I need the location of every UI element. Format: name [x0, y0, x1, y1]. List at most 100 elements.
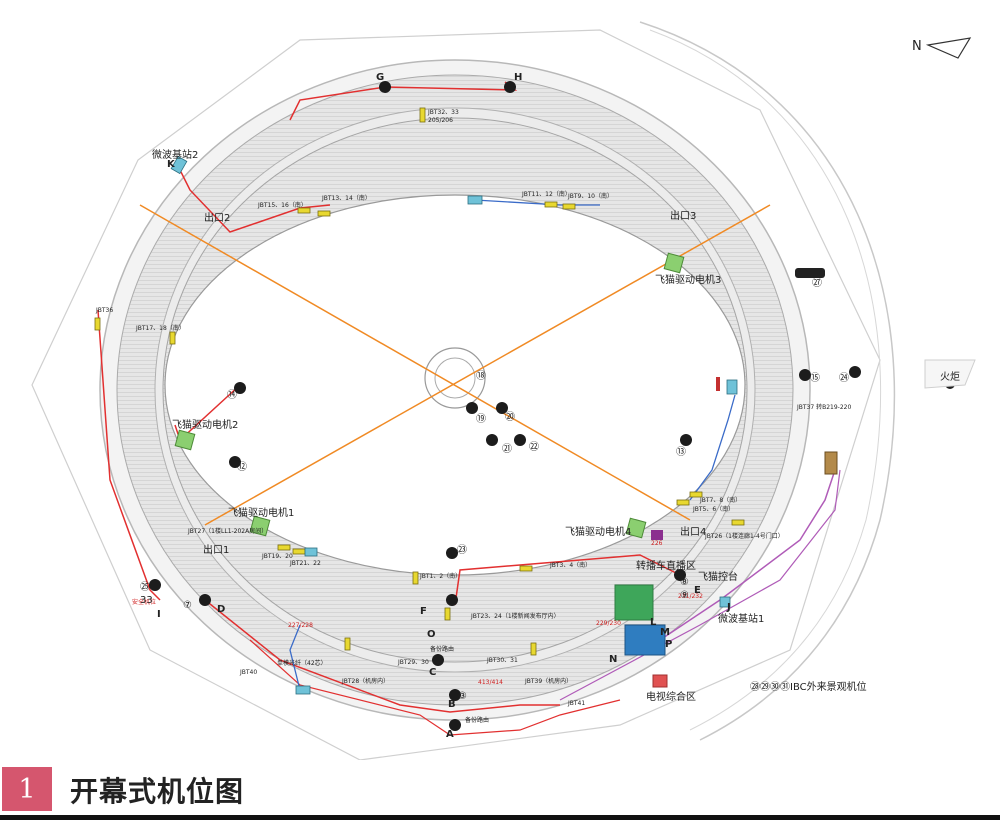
flycam-motor-3: [663, 252, 685, 274]
east-boundary-curve-2: [649, 29, 882, 731]
camera-19: ⑲: [476, 413, 486, 425]
label-motor3: 飞猫驱动电机3: [655, 273, 721, 286]
torch-platform: [924, 359, 976, 389]
label-jbt1314: JBT13、14（南）: [321, 194, 371, 202]
label-m: M: [660, 627, 670, 638]
label-226: 226: [651, 540, 663, 547]
camera-12: ⑫: [237, 461, 247, 473]
jbt-box-markers: [94, 107, 745, 656]
camera-23: ㉓: [457, 544, 467, 556]
label-jbt2324: JBT23、24（1楼新闻发布厅内）: [470, 612, 560, 620]
label-h: H: [514, 72, 522, 83]
label-o: O: [427, 629, 436, 640]
label-jbt3233: JBT32、33: [427, 109, 459, 116]
label-backup-route: 备份路由: [430, 645, 454, 653]
label-jbt1112: JBT11、12（南）: [521, 190, 571, 198]
label-jbt34: JBT3、4（南）: [549, 561, 591, 569]
camera-27: ㉗: [812, 277, 822, 289]
camera-7: ⑦: [183, 600, 192, 611]
center-stage: [424, 347, 486, 409]
camera-9: ⑨: [680, 590, 689, 601]
label-exit4: 出口4: [680, 525, 706, 538]
camera-20: ⑳: [505, 411, 515, 423]
label-relay-van: 转播车直播区: [636, 559, 696, 572]
label-413: 413/414: [478, 679, 503, 686]
label-jbt2122: JBT21、22: [289, 560, 321, 567]
tv-compound-marker: [652, 674, 668, 688]
label-205: 205/206: [428, 117, 453, 124]
caption-bar: 1 开幕式机位图: [0, 762, 1000, 821]
route-north-blue: [474, 199, 600, 206]
camera-25: ㉕: [140, 581, 150, 593]
label-b: B: [448, 699, 456, 710]
route-south-blue: [289, 624, 301, 691]
north-label: N: [912, 39, 922, 54]
route-southwest: [97, 309, 161, 601]
label-flycat-ctrl: 飞猫控台: [698, 570, 738, 583]
label-jbt40: JBT40: [239, 669, 257, 676]
label-jbt56: JBT5、6（南）: [692, 505, 734, 513]
relay-van-area: [614, 584, 654, 621]
label-exit2: 出口2: [204, 211, 230, 224]
camera-15: ⑮: [810, 372, 820, 384]
helicopter: [795, 268, 825, 278]
compass-icon: [925, 37, 972, 59]
east-equipment-box: [824, 451, 838, 475]
label-jbt37: JBT37 转B219-220: [796, 403, 851, 411]
flycam-cable-1: [139, 204, 691, 521]
route-east-purple: [659, 469, 836, 641]
camera-markers: [149, 81, 955, 731]
relay-van-area-2: [624, 624, 666, 656]
flycam-motor-4: [625, 517, 647, 539]
camera-22: ㉒: [529, 441, 539, 453]
jbt-cyan-markers: [295, 195, 738, 695]
label-motor4: 飞猫驱动电机4: [565, 525, 631, 538]
label-jbt2930: JBT29、30: [397, 659, 429, 666]
route-south-center: [454, 554, 681, 606]
label-microwave1: 微波基站1: [718, 612, 764, 625]
label-jbt39: JBT39（机房内）: [524, 677, 572, 685]
route-bottom-loop: [249, 639, 621, 736]
safety-marker: [716, 377, 720, 391]
label-safety: 安全机位: [132, 598, 156, 606]
label-229: 229/230: [596, 620, 621, 627]
caption-rule: [0, 815, 1000, 820]
label-jbt1920: JBT19、20: [261, 553, 293, 560]
camera-13: ⑬: [676, 446, 686, 458]
microwave-station-2: [170, 155, 188, 175]
center-stage-inner: [434, 357, 476, 399]
stadium-camera-layout: N G H K I D F O C B A E J L M N P 微波基站2 …: [31, 21, 976, 760]
label-jbt78: JBT7、8（南）: [699, 496, 741, 504]
label-i: I: [157, 609, 161, 620]
label-motor1: 飞猫驱动电机1: [228, 506, 294, 519]
label-jbt1718: JBT17、18（南）: [135, 324, 185, 332]
label-exit3: 出口3: [670, 209, 696, 222]
label-jbt27: JBT27（1楼LL1-202A房间）: [187, 527, 267, 535]
label-227: 227/228: [288, 622, 313, 629]
label-exit1: 出口1: [203, 543, 229, 556]
label-p: P: [665, 639, 672, 650]
label-l: L: [650, 617, 657, 628]
flycam-motor-1: [249, 515, 271, 537]
label-jbt36: JBT36: [95, 307, 113, 314]
label-k: K: [167, 159, 176, 170]
label-jbt12: JBT1、2（南）: [419, 572, 461, 580]
label-g: G: [376, 72, 384, 83]
label-jbt41: JBT41: [567, 700, 585, 707]
label-motor2: 飞猫驱动电机2: [172, 418, 238, 431]
section-number: 1: [2, 767, 52, 811]
label-backup-route2: 备份路由: [465, 716, 489, 724]
camera-33: 33: [140, 595, 153, 606]
label-jbt1516: JBT15、16（南）: [257, 201, 307, 209]
label-torch: 火炬: [940, 370, 960, 383]
label-jbt26: JBT26（1楼连廊1-4号门口）: [704, 532, 784, 540]
camera-14: ⑭: [227, 389, 237, 401]
label-f: F: [420, 606, 427, 617]
exit4-marker: [651, 530, 663, 540]
label-jbt3031: JBT30、31: [486, 657, 518, 664]
label-d: D: [217, 604, 225, 615]
label-a: A: [446, 729, 454, 740]
label-j: J: [726, 602, 731, 613]
label-n: N: [609, 654, 617, 665]
camera-21: ㉑: [502, 443, 512, 455]
